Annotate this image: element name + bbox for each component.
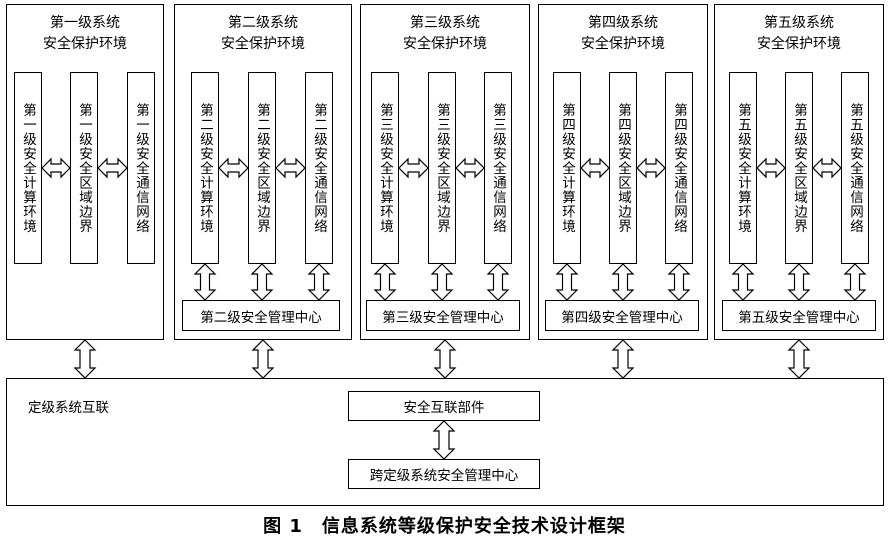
security-interconnect-component-label: 安全互联部件 (403, 400, 485, 416)
level-5-computing-environment-label: 第五级安全计算环境 (735, 102, 751, 234)
level-2-arrow-to-management-2 (250, 263, 274, 301)
level-5-title-line1: 第五级系统 (764, 15, 834, 31)
level-1-title-line2: 安全保护环境 (43, 36, 127, 52)
level-2-title-line2: 安全保护环境 (221, 36, 305, 52)
level-5-arrow-boundary-network (812, 157, 842, 179)
level-1-arrow-boundary-network (97, 157, 128, 179)
level-5-arrow-to-management-1 (731, 263, 755, 301)
level-3-management-center-label: 第三级安全管理中心 (382, 309, 504, 326)
level-4-arrow-boundary-network (636, 157, 666, 179)
level-4-computing-environment: 第四级安全计算环境 (553, 72, 581, 264)
level-3-management-center: 第三级安全管理中心 (366, 300, 520, 331)
level-5-communication-network-label: 第五级安全通信网络 (847, 102, 863, 234)
level-1-arrow-to-interconnect (73, 339, 97, 379)
level-5-arrow-to-management-3 (843, 263, 867, 301)
level-4-arrow-env-boundary (580, 157, 610, 179)
level-3-arrow-to-management-1 (373, 263, 397, 301)
level-5-management-center-label: 第五级安全管理中心 (738, 309, 860, 326)
level-5-arrow-to-interconnect (787, 339, 811, 379)
level-2-arrow-boundary-network (275, 157, 306, 179)
level-4-arrow-to-management-2 (611, 263, 635, 301)
level-3-arrow-boundary-network (455, 157, 485, 179)
level-3-title-line2: 安全保护环境 (403, 36, 487, 52)
level-3-arrow-to-management-3 (486, 263, 510, 301)
level-4-communication-network-label: 第四级安全通信网络 (671, 102, 687, 234)
level-4-title-line1: 第四级系统 (588, 15, 658, 31)
level-2-arrow-to-management-1 (193, 263, 217, 301)
level-2-communication-network-label: 第二级安全通信网络 (311, 102, 327, 234)
level-2-title-line1: 第二级系统 (228, 15, 298, 31)
cross-level-management-center-label: 跨定级系统安全管理中心 (369, 468, 519, 484)
level-5-title: 第五级系统 安全保护环境 (715, 13, 883, 55)
level-4-computing-environment-label: 第四级安全计算环境 (559, 102, 575, 234)
level-1-title: 第一级系统 安全保护环境 (7, 13, 163, 55)
level-4-management-center: 第四级安全管理中心 (545, 300, 699, 331)
level-4-area-boundary: 第四级安全区域边界 (609, 72, 637, 264)
level-2-area-boundary-label: 第二级安全区域边界 (254, 102, 270, 234)
level-2-title: 第二级系统 安全保护环境 (175, 13, 351, 55)
level-4-arrow-to-interconnect (611, 339, 635, 379)
level-5-arrow-to-management-2 (787, 263, 811, 301)
level-4-title-line2: 安全保护环境 (581, 36, 665, 52)
cross-level-management-center: 跨定级系统安全管理中心 (348, 459, 540, 489)
level-1-computing-environment: 第一级安全计算环境 (14, 72, 42, 264)
level-3-communication-network-label: 第三级安全通信网络 (490, 102, 506, 234)
level-1-arrow-env-boundary (41, 157, 71, 179)
level-5-computing-environment: 第五级安全计算环境 (729, 72, 757, 264)
level-3-title-line1: 第三级系统 (410, 15, 480, 31)
level-3-arrow-to-management-2 (430, 263, 454, 301)
level-3-title: 第三级系统 安全保护环境 (361, 13, 529, 55)
level-4-management-center-label: 第四级安全管理中心 (561, 309, 683, 326)
level-3-area-boundary-label: 第三级安全区域边界 (434, 102, 450, 234)
figure-caption: 图 1 信息系统等级保护安全技术设计框架 (263, 516, 626, 537)
level-1-area-boundary: 第一级安全区域边界 (70, 72, 98, 264)
level-2-arrow-to-interconnect (251, 339, 275, 379)
arrow-component-to-cross-center (432, 420, 456, 460)
level-5-area-boundary: 第五级安全区域边界 (785, 72, 813, 264)
level-4-area-boundary-label: 第四级安全区域边界 (615, 102, 631, 234)
level-2-arrow-env-boundary (218, 157, 249, 179)
level-1-communication-network: 第一级安全通信网络 (127, 72, 155, 264)
level-5-area-boundary-label: 第五级安全区域边界 (791, 102, 807, 234)
level-2-computing-environment-label: 第二级安全计算环境 (197, 102, 213, 234)
level-4-arrow-to-management-1 (555, 263, 579, 301)
level-2-management-center-label: 第二级安全管理中心 (200, 309, 322, 326)
level-5-arrow-env-boundary (756, 157, 786, 179)
level-4-arrow-to-management-3 (667, 263, 691, 301)
level-5-title-line2: 安全保护环境 (757, 36, 841, 52)
interconnect-label: 定级系统互联 (28, 400, 109, 416)
level-1-computing-environment-label: 第一级安全计算环境 (20, 102, 36, 234)
level-1-communication-network-label: 第一级安全通信网络 (133, 102, 149, 234)
level-2-area-boundary: 第二级安全区域边界 (248, 72, 276, 264)
level-1-title-line1: 第一级系统 (50, 15, 120, 31)
level-1-area-boundary-label: 第一级安全区域边界 (76, 102, 92, 234)
level-4-title: 第四级系统 安全保护环境 (539, 13, 707, 55)
level-3-computing-environment-label: 第三级安全计算环境 (377, 102, 393, 234)
level-2-management-center: 第二级安全管理中心 (182, 300, 340, 331)
level-3-arrow-to-interconnect (433, 339, 457, 379)
level-3-arrow-env-boundary (398, 157, 429, 179)
level-5-communication-network: 第五级安全通信网络 (841, 72, 869, 264)
level-2-arrow-to-management-3 (307, 263, 331, 301)
